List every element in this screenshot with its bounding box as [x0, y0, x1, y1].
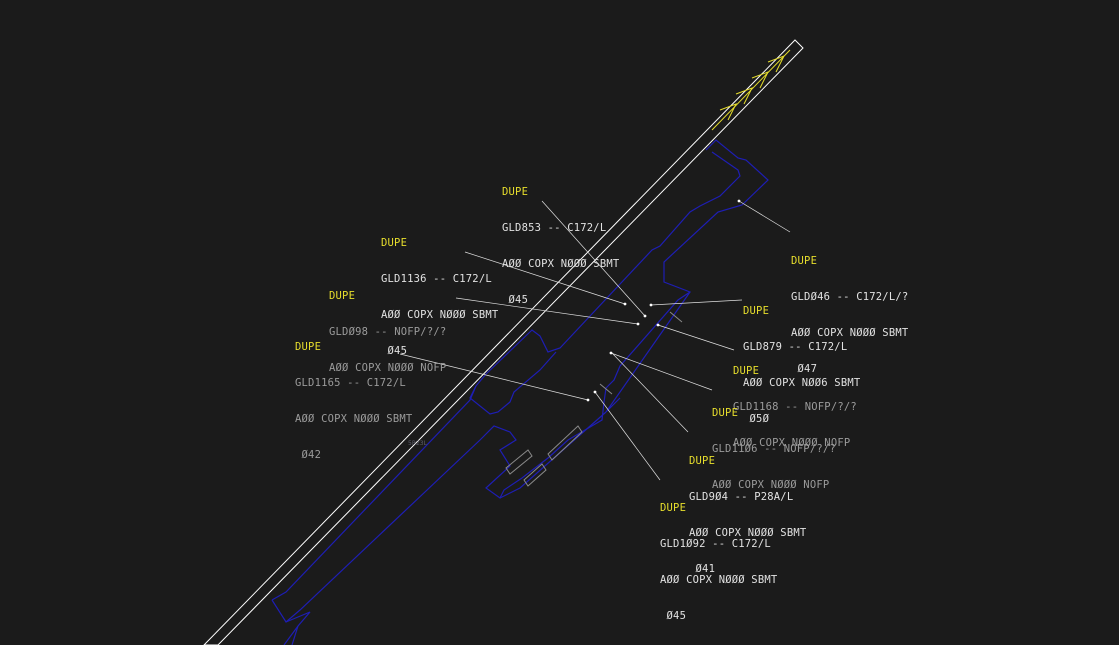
runway-chevrons [711, 49, 791, 131]
heading-line: Ø47 [791, 363, 818, 375]
dupe-flag: DUPE [381, 237, 408, 249]
heading-line: Ø41 [689, 563, 716, 575]
dupe-flag: DUPE [733, 365, 760, 377]
target-gld879 [649, 303, 653, 307]
callsign-line: GLD1165 -- C172/L [295, 377, 406, 389]
datablock-gld879[interactable]: DUPE GLD879 -- C172/L AØØ COPX NØØ6 SBMT… [743, 281, 860, 449]
taxiway-outline [271, 139, 769, 645]
callsign-line: GLD879 -- C172/L [743, 341, 848, 353]
target-gld1168 [656, 323, 660, 327]
callsign-line: GLD1Ø92 -- C172/L [660, 538, 771, 550]
dupe-flag: DUPE [689, 455, 716, 467]
callsign-line: GLD9Ø4 -- P28A/L [689, 491, 794, 503]
heading-line: Ø45 [381, 345, 408, 357]
datablock-gld904[interactable]: DUPE GLD9Ø4 -- P28A/L AØØ COPX NØØØ SBMT… [689, 431, 806, 599]
status-line: AØØ COPX NØØØ SBMT [381, 309, 499, 321]
target-gld098 [636, 322, 640, 326]
status-line: AØØ COPX NØØØ SBMT [295, 413, 413, 425]
heading-line: Ø42 [295, 449, 322, 461]
callsign-line: GLD853 -- C172/L [502, 222, 607, 234]
target-gld1165 [586, 398, 590, 402]
status-line: AØØ COPX NØØØ NOFP [712, 479, 830, 491]
target-gld1106 [609, 351, 613, 355]
datablock-gld046[interactable]: DUPE GLDØ46 -- C172/L/? AØØ COPX NØØØ SB… [791, 231, 908, 399]
datablock-gld1106[interactable]: DUPE GLD11Ø6 -- NOFP/?/? AØØ COPX NØØØ N… [712, 383, 836, 515]
runway-marker: 5R23L [408, 440, 427, 447]
dupe-flag: DUPE [660, 502, 687, 514]
target-gld1136 [623, 302, 627, 306]
status-line: AØØ COPX NØØØ SBMT [689, 527, 807, 539]
heading-line: Ø45 [660, 610, 687, 622]
datablock-gld1092[interactable]: DUPE GLD1Ø92 -- C172/L AØØ COPX NØØØ SBM… [660, 478, 777, 645]
target-gld1092 [593, 390, 597, 394]
target-gld046 [737, 199, 741, 203]
dupe-flag: DUPE [743, 305, 770, 317]
callsign-line: GLD1136 -- C172/L [381, 273, 492, 285]
aircraft-targets[interactable] [586, 199, 741, 402]
callsign-line: GLDØ46 -- C172/L/? [791, 291, 909, 303]
dupe-flag: DUPE [712, 407, 739, 419]
datablock-gld1136[interactable]: DUPE GLD1136 -- C172/L AØØ COPX NØØØ SBM… [381, 213, 498, 381]
callsign-line: GLD11Ø6 -- NOFP/?/? [712, 443, 836, 455]
datablock-gld853[interactable]: DUPE GLD853 -- C172/L AØØ COPX NØØØ SBMT… [502, 162, 619, 330]
callsign-line: GLDØ98 -- NOFP/?/? [329, 326, 447, 338]
heading-line: Ø45 [502, 294, 529, 306]
dupe-flag: DUPE [502, 186, 529, 198]
status-line: AØØ COPX NØØ6 SBMT [743, 377, 861, 389]
status-line: AØØ COPX NØØØ NOFP [329, 362, 447, 374]
status-line: AØØ COPX NØØØ NOFP [733, 437, 851, 449]
parking-stands [505, 311, 683, 487]
datablock-gld1168[interactable]: DUPE GLD1168 -- NOFP/?/? AØØ COPX NØØØ N… [733, 341, 857, 473]
leader-lines [399, 200, 791, 481]
heading-line: Ø5Ø [743, 413, 770, 425]
dupe-flag: DUPE [295, 341, 322, 353]
status-line: AØØ COPX NØØØ SBMT [660, 574, 778, 586]
callsign-line: GLD1168 -- NOFP/?/? [733, 401, 857, 413]
datablock-gld1165[interactable]: DUPE GLD1165 -- C172/L AØØ COPX NØØØ SBM… [295, 317, 412, 485]
target-gld853 [643, 314, 647, 318]
datablock-gld098[interactable]: DUPE GLDØ98 -- NOFP/?/? AØØ COPX NØØØ NO… [329, 266, 446, 398]
dupe-flag: DUPE [791, 255, 818, 267]
dupe-flag: DUPE [329, 290, 356, 302]
status-line: AØØ COPX NØØØ SBMT [791, 327, 909, 339]
status-line: AØØ COPX NØØØ SBMT [502, 258, 620, 270]
runway [203, 39, 804, 645]
